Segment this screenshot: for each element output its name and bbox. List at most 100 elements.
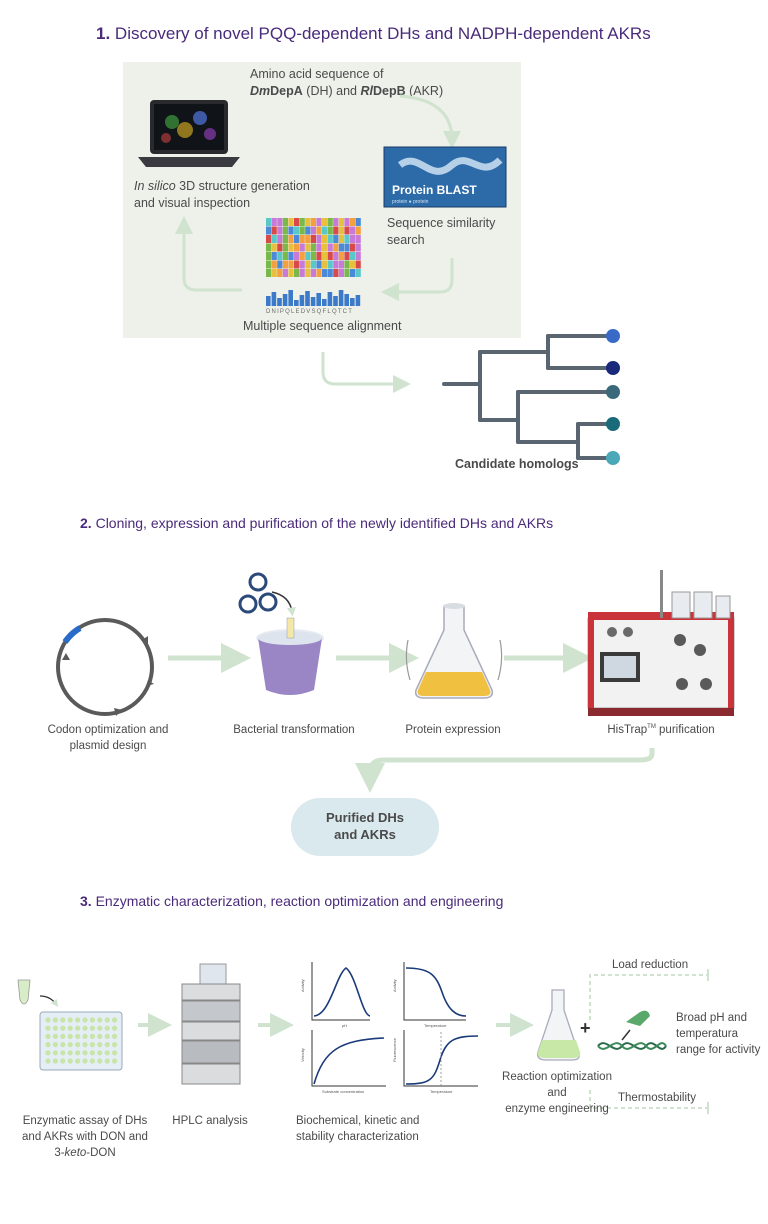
plate-well bbox=[60, 1033, 66, 1039]
alignment-cell bbox=[333, 226, 339, 235]
alignment-cell bbox=[322, 243, 328, 252]
plate-well bbox=[60, 1025, 66, 1031]
alignment-cell bbox=[333, 218, 339, 226]
plate-well bbox=[60, 1058, 66, 1064]
plate-well bbox=[82, 1025, 88, 1031]
plate-well bbox=[104, 1042, 110, 1048]
alignment-cell bbox=[282, 235, 288, 243]
alignment-cell bbox=[355, 226, 361, 235]
tree-leaf-node bbox=[606, 385, 620, 399]
conservation-bar bbox=[350, 298, 355, 306]
alignment-cell bbox=[277, 260, 283, 269]
plate-well bbox=[82, 1033, 88, 1039]
alignment-cell bbox=[327, 269, 333, 277]
alignment-cell bbox=[355, 252, 361, 260]
svg-text:pH: pH bbox=[342, 1023, 347, 1028]
alignment-cell bbox=[322, 218, 328, 226]
svg-text:Activity: Activity bbox=[392, 979, 397, 992]
alignment-cell bbox=[277, 243, 283, 252]
plus-sign: + bbox=[580, 1018, 591, 1038]
alignment-cell bbox=[316, 243, 322, 252]
alignment-cell bbox=[271, 269, 277, 277]
alignment-cell bbox=[294, 226, 300, 235]
alignment-cell bbox=[344, 252, 350, 260]
tree-leaf-node bbox=[606, 417, 620, 431]
alignment-cell bbox=[322, 252, 328, 260]
conservation-bar bbox=[305, 291, 310, 306]
alignment-cell bbox=[266, 243, 272, 252]
plate-well bbox=[97, 1058, 103, 1064]
alignment-cell bbox=[350, 235, 356, 243]
alignment-cell bbox=[266, 226, 272, 235]
thermostability-branch bbox=[589, 1090, 708, 1109]
biochem-caption: Biochemical, kinetic and stability chara… bbox=[296, 1115, 420, 1144]
plate-well bbox=[104, 1017, 110, 1023]
plate-well bbox=[67, 1025, 73, 1031]
alignment-cell bbox=[288, 252, 294, 260]
bacterial-caption: Bacterial transformation bbox=[233, 724, 355, 736]
alignment-cell bbox=[338, 269, 344, 277]
plate-well bbox=[45, 1050, 51, 1056]
alignment-cell bbox=[355, 269, 361, 277]
conservation-bar bbox=[277, 298, 282, 306]
conservation-bar bbox=[327, 292, 333, 306]
similarity-caption: Sequence similarity search bbox=[387, 216, 496, 247]
alignment-cell bbox=[305, 252, 311, 260]
plate-well bbox=[75, 1058, 81, 1064]
assay-caption: Enzymatic assay of DHs and AKRs with DON… bbox=[22, 1115, 148, 1160]
alignment-cell bbox=[322, 260, 328, 269]
reaction-flask-icon bbox=[537, 989, 581, 1061]
hplc-instrument-icon bbox=[181, 963, 241, 1085]
alignment-cell bbox=[277, 252, 283, 260]
alignment-cell bbox=[338, 226, 344, 235]
plate-well bbox=[60, 1042, 66, 1048]
alignment-cell bbox=[266, 218, 272, 226]
alignment-cell bbox=[310, 269, 316, 277]
dna-engineering-icon bbox=[597, 1010, 667, 1050]
plate-well bbox=[67, 1058, 73, 1064]
plate-well bbox=[52, 1017, 59, 1023]
thermostability-label: Thermostability bbox=[618, 1092, 696, 1104]
alignment-cell bbox=[271, 218, 277, 226]
load-reduction-label: Load reduction bbox=[612, 959, 689, 971]
alignment-cell bbox=[305, 260, 311, 269]
svg-text:Temperature: Temperature bbox=[424, 1023, 447, 1028]
plate-well bbox=[112, 1050, 118, 1056]
alignment-cell bbox=[294, 235, 300, 243]
alignment-cell bbox=[294, 218, 300, 226]
alignment-cell bbox=[338, 252, 344, 260]
svg-text:Activity: Activity bbox=[300, 979, 305, 992]
hplc-caption: HPLC analysis bbox=[172, 1115, 248, 1127]
alignment-cell bbox=[271, 226, 277, 235]
alignment-cell bbox=[316, 226, 322, 235]
plate-well bbox=[75, 1050, 81, 1056]
arrow-msa-to-structure bbox=[175, 216, 242, 292]
alignment-cell bbox=[344, 226, 350, 235]
alignment-cell bbox=[305, 243, 311, 252]
plate-well bbox=[82, 1050, 88, 1056]
alignment-cell bbox=[266, 252, 272, 260]
alignment-cell bbox=[350, 269, 356, 277]
alignment-cell bbox=[338, 260, 344, 269]
plate-well bbox=[104, 1033, 110, 1039]
plate-well bbox=[112, 1025, 118, 1031]
alignment-cell bbox=[316, 269, 322, 277]
alignment-cell bbox=[299, 235, 305, 243]
fluorescence-temperature-plot: Fluorescence Temperature bbox=[392, 1030, 479, 1094]
alignment-cell bbox=[310, 235, 316, 243]
alignment-cell bbox=[344, 218, 350, 226]
alignment-cell bbox=[350, 260, 356, 269]
alignment-cell bbox=[333, 260, 339, 269]
alignment-cell bbox=[344, 260, 350, 269]
alignment-cell bbox=[338, 235, 344, 243]
activity-temperature-plot: Activity Temperature bbox=[392, 962, 467, 1028]
alignment-cell bbox=[299, 243, 305, 252]
plate-well bbox=[45, 1033, 51, 1039]
conservation-bar bbox=[294, 300, 299, 306]
phylogenetic-tree bbox=[442, 334, 615, 460]
alignment-cell bbox=[355, 218, 361, 226]
alignment-cell bbox=[282, 252, 288, 260]
velocity-substrate-plot: Velocity Substrate concentration bbox=[300, 1030, 386, 1094]
alignment-cell bbox=[282, 269, 288, 277]
